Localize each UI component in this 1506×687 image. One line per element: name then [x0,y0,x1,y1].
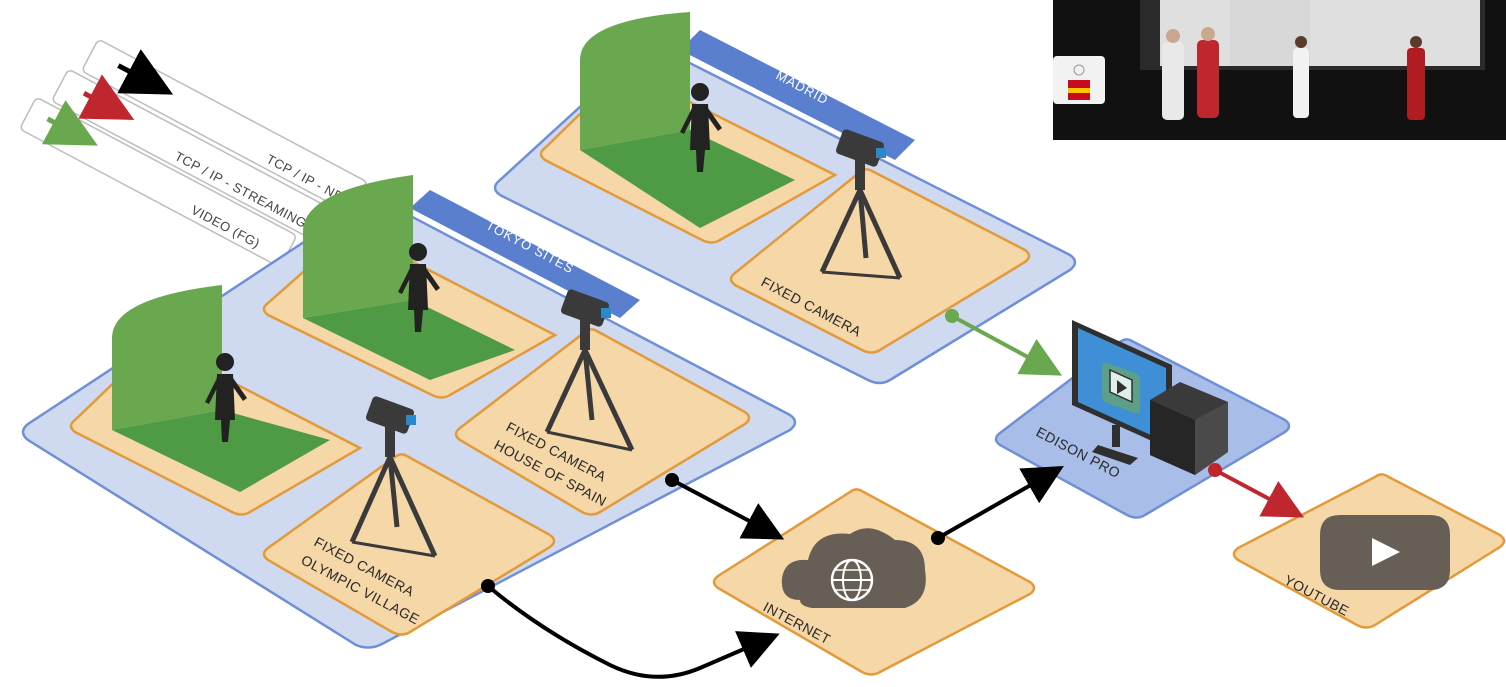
tokyo-tab [410,190,640,318]
madrid-green-floor [580,130,795,228]
ndi-connector-internet-start [931,531,945,545]
ndi-connector-house [671,478,785,540]
ndi-connector-village-start [481,579,495,593]
cloud-globe-icon [781,528,926,608]
internet-node: INTERNET [712,488,1036,676]
ndi-connector-village [486,584,780,679]
broadcast-preview-image [1053,0,1506,140]
tokyo-front-person-icon [205,353,247,442]
madrid-person-icon [680,83,722,172]
ndi-connector-internet [937,466,1064,540]
tokyo-back-person-icon [398,243,440,332]
preview-people [1162,27,1425,120]
youtube-play-icon [1320,515,1450,590]
youtube-node: YOUTUBE [1232,473,1506,629]
house-camera-icon [544,289,635,452]
monitor-icon [1072,320,1172,465]
legend: TCP / IP - NDI TCP / IP - STREAMING VIDE… [20,40,367,267]
pc-tower-icon [1150,382,1228,475]
village-camera-tile [262,453,556,636]
legend-arrow-black [117,49,174,95]
tokyo-front-green-screen [112,285,222,430]
streaming-connector [1214,468,1305,518]
video-connector [951,314,1063,376]
legend-arrow-red [78,74,135,120]
streaming-connector-start [1208,463,1222,477]
madrid-green-screen [580,12,690,150]
madrid-region: MADRID FIXED CAMERA [493,12,1077,385]
tokyo-back-green-screen [303,175,413,318]
village-camera-icon [349,396,438,558]
madrid-tab [680,30,915,160]
tokyo-region: TOKYO SITES [21,175,797,649]
tokyo-back-green-floor [303,300,515,380]
ndi-connector-house-start [665,473,679,487]
tokyo-front-green-floor [112,410,330,492]
madrid-camera-icon [819,129,903,280]
video-connector-start [945,309,959,323]
legend-arrow-green [41,100,98,146]
connectors [481,309,1305,679]
